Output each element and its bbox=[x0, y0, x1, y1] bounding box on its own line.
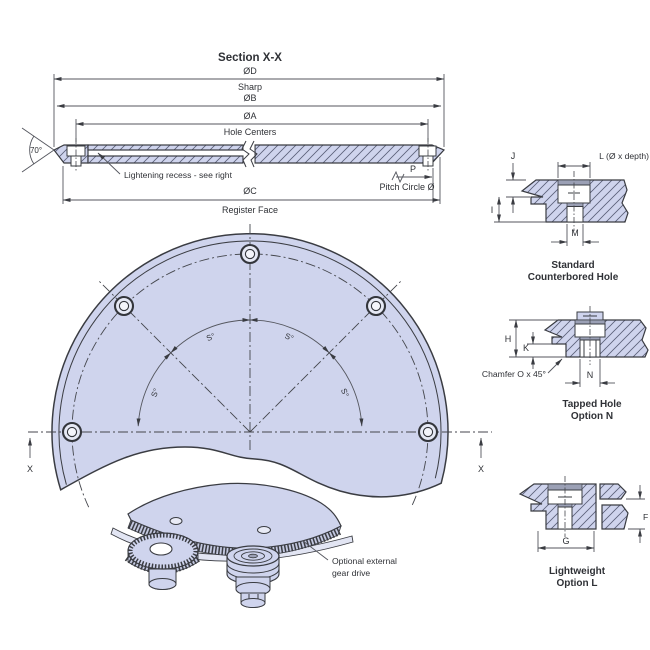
chamfer-note: Chamfer O x 45° bbox=[482, 369, 546, 379]
section-right-span bbox=[254, 144, 446, 164]
bolt-circle-centerline bbox=[71, 253, 429, 508]
detail-title: Lightweight bbox=[549, 566, 606, 577]
bolt-ring bbox=[241, 551, 265, 561]
detail-lightweight: F G Lightweight Option L bbox=[518, 476, 648, 589]
edge-angle-label: 70° bbox=[30, 146, 42, 155]
plate-hole bbox=[257, 526, 271, 534]
dim-ob-label: ØB bbox=[243, 93, 256, 103]
dim-i-label: I bbox=[491, 205, 494, 215]
bolt-hole bbox=[365, 295, 387, 317]
angle-label: S° bbox=[339, 387, 351, 398]
bolt-center bbox=[248, 553, 258, 559]
pinion-gear bbox=[124, 532, 202, 590]
angle-arc bbox=[136, 352, 172, 427]
pinion-bore bbox=[149, 542, 173, 556]
detail-title: Counterbored Hole bbox=[528, 272, 619, 283]
bolt-bushing bbox=[226, 545, 280, 608]
plan-view: S° S° S° S° X X bbox=[27, 224, 492, 508]
pitch-circle-dim: P Pitch Circle Ø bbox=[379, 164, 435, 203]
dim-oc-label: ØC bbox=[243, 186, 257, 196]
recess-leader bbox=[97, 152, 121, 175]
dim-g-label: G bbox=[562, 536, 569, 546]
gear-note: gear drive bbox=[332, 568, 370, 578]
bolt-hole bbox=[61, 421, 83, 443]
angle-leg bbox=[21, 127, 55, 151]
top-skin bbox=[87, 144, 244, 151]
dim-h-label: H bbox=[505, 334, 512, 344]
detail-title: Option L bbox=[556, 578, 597, 589]
pinion-stub-bottom bbox=[148, 578, 177, 590]
detail-block-upper-chunk bbox=[599, 483, 627, 500]
angle-arc bbox=[29, 135, 35, 165]
hole-mouth bbox=[566, 202, 584, 207]
gear-teeth bbox=[127, 519, 342, 557]
counterbore-outer bbox=[418, 145, 437, 157]
hex-bottom bbox=[240, 598, 266, 608]
detail-counterbored-hole: L (Ø x depth) J I M Standard Counterbore… bbox=[491, 151, 649, 283]
dim-j-label: J bbox=[511, 151, 516, 161]
bottom-skin bbox=[87, 155, 244, 164]
recess-note: Lightening recess - see right bbox=[124, 170, 233, 180]
angle-arc bbox=[328, 352, 364, 427]
section-marker-label: X bbox=[27, 464, 33, 474]
section-title: Section X-X bbox=[218, 52, 282, 64]
detail-title: Tapped Hole bbox=[562, 399, 622, 410]
edge-angle-callout: 70° bbox=[21, 127, 55, 173]
detail-tapped-hole: H K Chamfer O x 45° N Tapped Hole Option… bbox=[482, 306, 649, 422]
bolt-groove bbox=[226, 562, 280, 574]
gear-plate-face bbox=[127, 482, 342, 549]
gear-note: Optional external bbox=[332, 556, 397, 566]
angle-label: S° bbox=[149, 387, 161, 398]
dim-f-label: F bbox=[643, 512, 648, 522]
bolt-ring bbox=[233, 548, 273, 564]
bolt-holes bbox=[61, 243, 439, 443]
dim-oa-label: ØA bbox=[243, 111, 256, 121]
plate-inner-edge bbox=[58, 240, 442, 485]
angle-label: S° bbox=[205, 331, 216, 343]
gear-note-leader bbox=[302, 540, 329, 561]
detail-title: Standard bbox=[551, 260, 594, 271]
break-line bbox=[249, 140, 258, 168]
break-squiggle bbox=[391, 170, 405, 184]
dim-k-label: K bbox=[523, 343, 529, 353]
dim-p-label: P bbox=[410, 164, 416, 174]
detail-block-lower-chunk bbox=[601, 504, 629, 530]
dim-sharp-label: Sharp bbox=[238, 82, 262, 92]
register-face-label: Register Face bbox=[222, 205, 278, 215]
bolt-hole bbox=[113, 295, 135, 317]
detail-title: Option N bbox=[571, 411, 613, 422]
break-line bbox=[241, 140, 250, 168]
hole-centers-label: Hole Centers bbox=[224, 127, 277, 137]
bolt-hole bbox=[417, 421, 439, 443]
through-hole bbox=[566, 206, 584, 223]
pitch-circle-label: Pitch Circle Ø bbox=[379, 182, 434, 192]
section-marker-label: X bbox=[478, 464, 484, 474]
bolt-hole bbox=[239, 243, 261, 265]
gear-drive-sketch: Optional external gear drive bbox=[110, 482, 397, 608]
dim-od-label: ØD bbox=[243, 66, 257, 76]
section-view: Section X-X ØD Sharp ØB ØA Hole Centers bbox=[21, 52, 446, 215]
angle-label: S° bbox=[284, 331, 295, 343]
dim-m-label: M bbox=[571, 228, 579, 238]
dim-n-label: N bbox=[587, 370, 594, 380]
chamfer-leader bbox=[547, 358, 563, 374]
angle-arc bbox=[249, 317, 330, 354]
angle-arc bbox=[170, 317, 251, 354]
pinion-top-teeth bbox=[127, 532, 199, 570]
plate-outline bbox=[51, 233, 449, 498]
plate-hole bbox=[169, 517, 183, 525]
dim-l-label: L (Ø x depth) bbox=[599, 151, 649, 161]
angle-leg bbox=[21, 149, 55, 173]
